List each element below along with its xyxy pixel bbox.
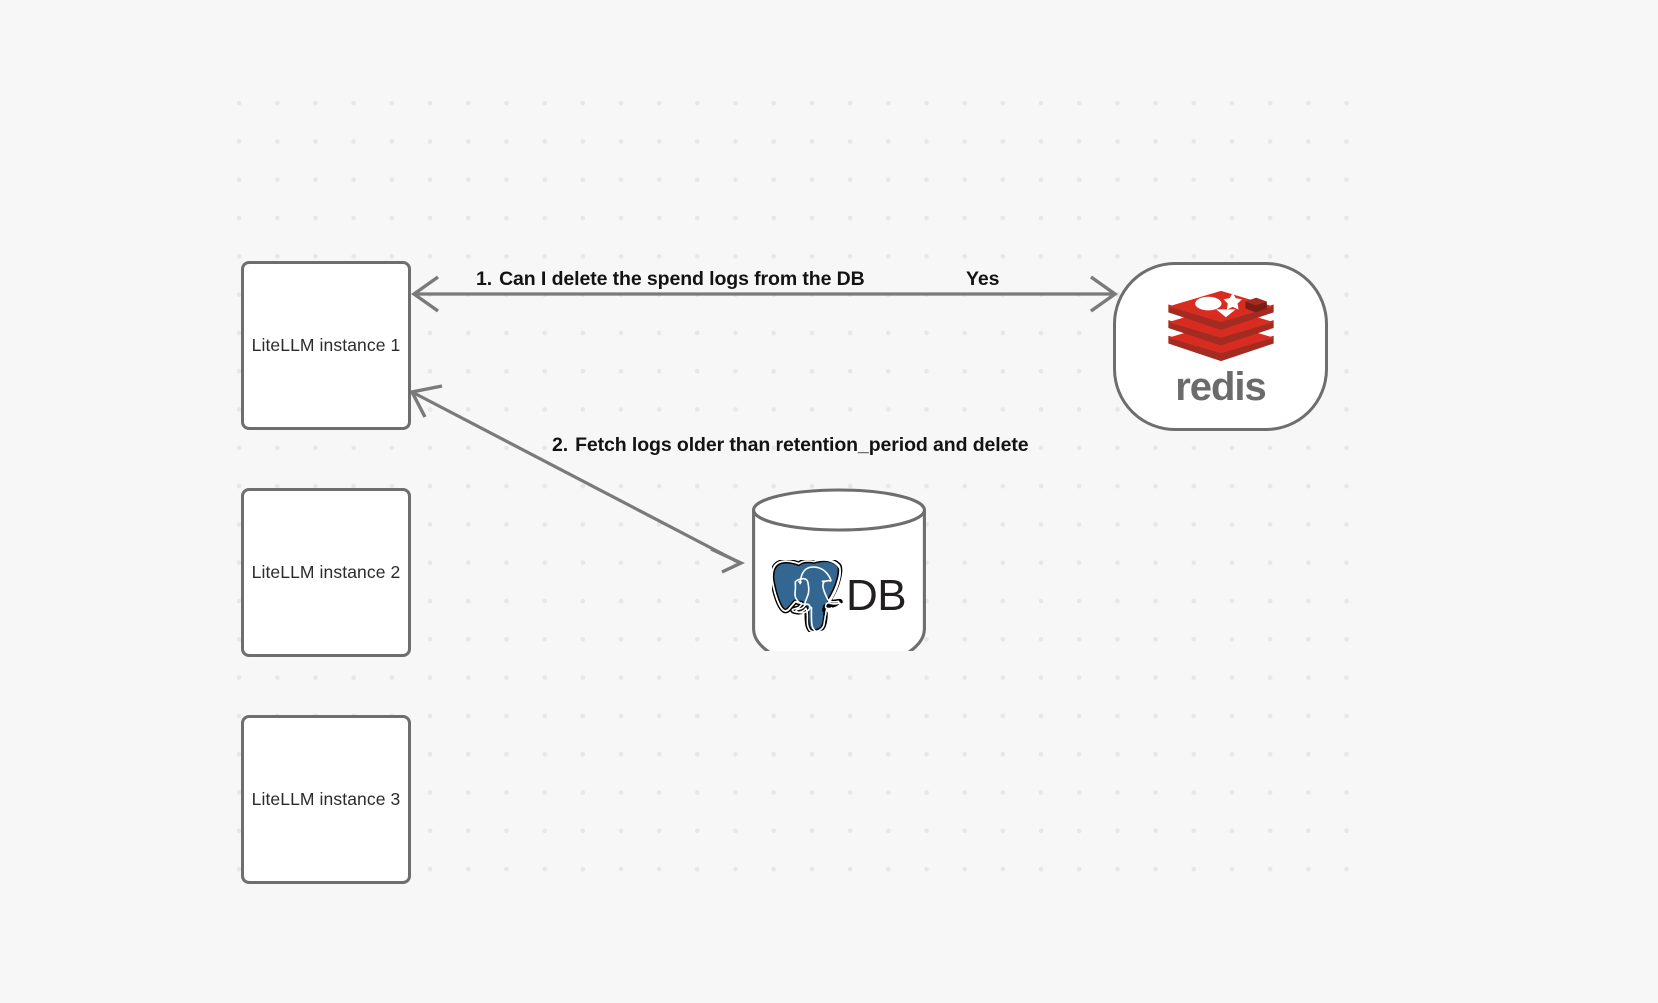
node-redis[interactable]: redis [1113,262,1328,431]
edge-label-2-number: 2. [552,434,569,456]
node-litellm-instance-2-label: LiteLLM instance 2 [251,562,401,582]
node-litellm-instance-2[interactable]: LiteLLM instance 2 [241,488,411,657]
edge-label-1: 1. Can I delete the spend logs from the D… [476,268,865,291]
db-label: DB [845,570,907,620]
node-litellm-instance-1-label: LiteLLM instance 1 [251,335,401,355]
edge-label-1-reply: Yes [966,268,1000,290]
node-postgres-db[interactable]: DB [751,488,927,671]
edge-label-2: 2. Fetch logs older than retention_period… [552,434,1029,457]
db-logo-and-label: DB [751,540,927,651]
node-litellm-instance-3-label: LiteLLM instance 3 [251,789,401,809]
edge-label-1-number: 1. [476,268,493,290]
edge-label-2-text: Fetch logs older than retention_period a… [575,434,1029,456]
postgresql-elephant-icon [771,559,843,632]
redis-wordmark: redis [1175,364,1267,409]
redis-logo: redis [1162,287,1280,407]
node-litellm-instance-3[interactable]: LiteLLM instance 3 [241,715,411,884]
edge-instance1-db [409,384,745,574]
redis-stack-icon [1167,290,1274,361]
edge-label-1-text: Can I delete the spend logs from the DB [499,268,865,290]
node-litellm-instance-1[interactable]: LiteLLM instance 1 [241,261,411,430]
